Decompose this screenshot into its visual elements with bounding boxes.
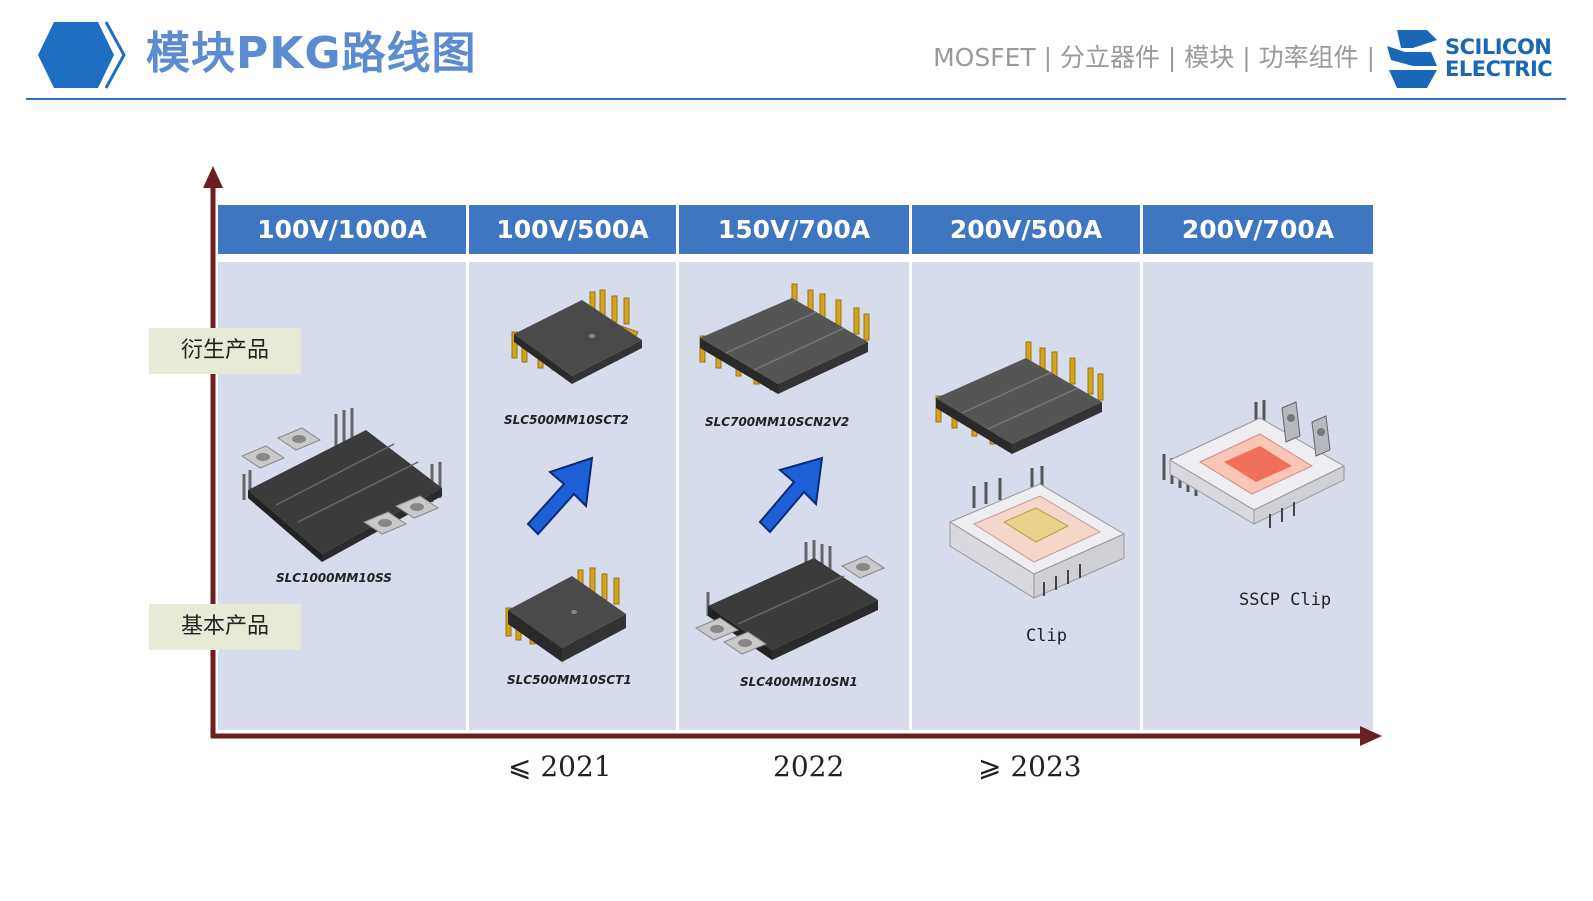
part-label-clip: Clip <box>1026 626 1067 646</box>
module-slc700-image <box>699 283 870 394</box>
part-label: SLC400MM10SN1 <box>740 675 858 689</box>
year-label-2021: ⩽ 2021 <box>508 750 612 783</box>
column-header: 100V/500A <box>469 205 676 254</box>
column-header: 150V/700A <box>679 205 909 254</box>
module-slc500t2-image <box>511 289 642 384</box>
module-slc500t1-image <box>505 567 626 662</box>
company-logo: SCILICON ELECTRIC <box>1383 26 1563 92</box>
column-header: 200V/500A <box>912 205 1140 254</box>
upgrade-arrow-icon <box>526 456 594 536</box>
module-200v500a-image <box>935 341 1104 454</box>
category-nav: MOSFET | 分立器件 | 模块 | 功率组件 | <box>933 43 1375 72</box>
page-title: 模块PKG路线图 <box>146 28 477 79</box>
column-header: 100V/1000A <box>218 205 466 254</box>
brand-text: SCILICON ELECTRIC <box>1445 35 1553 81</box>
tag-derived-products: 衍生产品 <box>149 328 301 374</box>
part-label: SLC700MM10SCN2V2 <box>705 415 850 429</box>
header-divider <box>26 98 1566 100</box>
hexagon-logo-icon <box>38 21 126 89</box>
part-label: SLC500MM10SCT2 <box>504 413 629 427</box>
tag-basic-products: 基本产品 <box>149 604 301 650</box>
part-label: SLC500MM10SCT1 <box>507 673 632 687</box>
upgrade-arrow-icon <box>758 456 824 534</box>
module-slc400-image <box>694 540 886 660</box>
module-clip-image <box>948 466 1126 599</box>
year-label-2023: ⩾ 2023 <box>978 750 1082 783</box>
module-sscp-clip-image <box>1162 400 1346 528</box>
column-header: 200V/700A <box>1143 205 1373 254</box>
part-label-sscp-clip: SSCP Clip <box>1239 590 1332 610</box>
scilicon-logo-icon <box>1387 30 1437 88</box>
module-slc1000-image <box>240 408 442 562</box>
part-label: SLC1000MM10SS <box>276 571 392 585</box>
year-label-2022: 2022 <box>773 750 845 783</box>
